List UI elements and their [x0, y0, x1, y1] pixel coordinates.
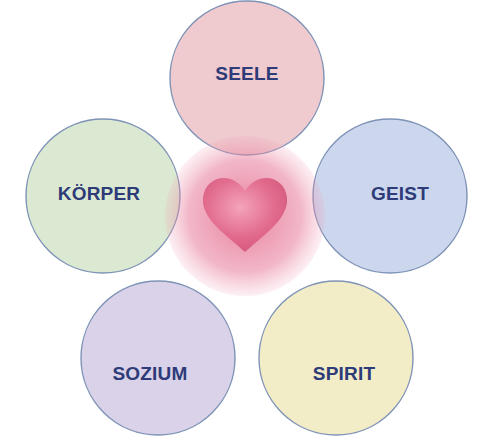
circle-node: GEIST — [312, 118, 468, 274]
circle-outline — [80, 280, 236, 436]
circle-shape — [81, 281, 235, 435]
circle-node: SOZIUM — [80, 280, 236, 436]
heart-glow — [165, 136, 325, 296]
circle-shape — [313, 119, 467, 273]
heart — [203, 178, 287, 252]
circle-shape — [170, 1, 324, 155]
node-label: KÖRPER — [58, 183, 141, 205]
circle-node: SPIRIT — [258, 280, 414, 436]
node-label: SPIRIT — [313, 363, 375, 385]
circle-outline — [258, 280, 414, 436]
circle-node: SEELE — [169, 0, 325, 156]
node-label: GEIST — [371, 183, 429, 205]
circle-shape — [259, 281, 413, 435]
circle-shape — [26, 119, 180, 273]
circle-node: KÖRPER — [25, 118, 181, 274]
node-label: SEELE — [215, 63, 278, 85]
node-label: SOZIUM — [112, 363, 187, 385]
